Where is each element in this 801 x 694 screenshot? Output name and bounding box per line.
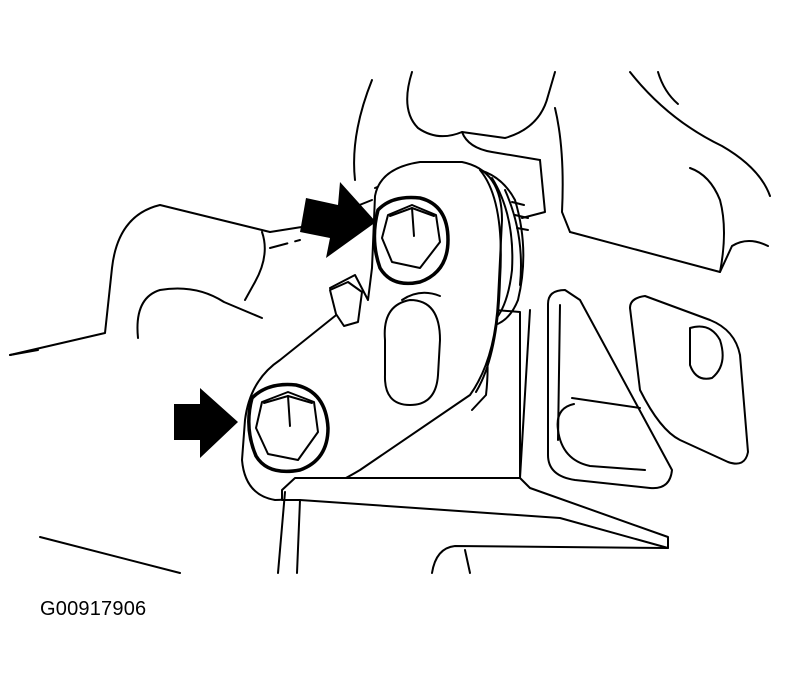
figure-id-label: G00917906	[40, 598, 147, 620]
engine-block-upper	[353, 71, 771, 273]
left-housing	[9, 204, 309, 574]
mounting-bracket-illustration	[9, 71, 771, 574]
lower-bolt	[247, 382, 330, 474]
right-side-ribs	[547, 289, 749, 490]
arrow-right-icon	[174, 388, 238, 458]
engine-block-lower	[277, 309, 669, 574]
arrow-right-icon	[300, 182, 376, 258]
upper-bolt	[372, 195, 450, 286]
